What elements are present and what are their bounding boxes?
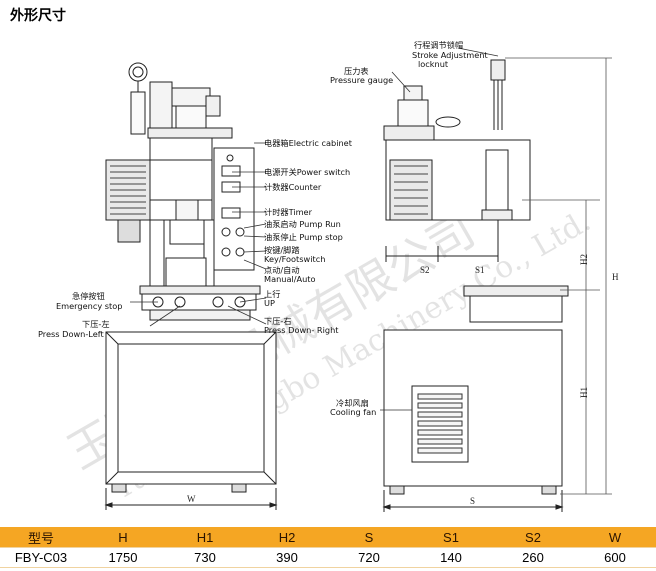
label-up-en: UP (264, 298, 275, 308)
cell-h2: 390 (246, 547, 328, 568)
cell-s2: 260 (492, 547, 574, 568)
header-h1: H1 (164, 527, 246, 548)
cell-w: 600 (574, 547, 656, 568)
dimension-drawing: 玉环方博机械有限公司 Yuhuan Fangbo Machinery Co., … (38, 40, 619, 512)
dim-s1: S1 (475, 265, 485, 275)
label-gauge-cn: 压力表 (344, 66, 369, 76)
side-view (382, 57, 612, 512)
cell-h: 1750 (82, 547, 164, 568)
cell-model: FBY-C03 (0, 547, 82, 568)
header-s2: S2 (492, 527, 574, 548)
callout-labels: 电器箱Electric cabinet 电源开关Power switch 计数器… (38, 40, 488, 417)
label-press-left-cn: 下压-左 (82, 319, 110, 329)
label-press-left-en: Press Down-Left (38, 329, 104, 339)
label-press-right-en: Press Down- Right (264, 325, 339, 335)
dim-w: W (187, 494, 196, 504)
label-counter: 计数器Counter (264, 182, 322, 192)
label-timer: 计时器Timer (264, 207, 313, 217)
label-up-cn: 上行 (264, 289, 280, 299)
header-h2: H2 (246, 527, 328, 548)
label-key-footswitch-cn: 按键/脚踏 (264, 245, 300, 255)
label-electric-cabinet: 电器箱Electric cabinet (264, 138, 353, 148)
table-row: FBY-C03 1750 730 390 720 140 260 600 (0, 547, 656, 568)
label-emergency-cn: 急停按钮 (72, 291, 105, 301)
label-fan-en: Cooling fan (330, 407, 376, 417)
label-stroke-en1: Stroke Adjustment (412, 50, 488, 60)
label-pump-stop: 油泵停止 Pump stop (264, 232, 343, 242)
page-title: 外形尺寸 (10, 8, 66, 24)
dim-h: H (612, 272, 619, 282)
header-h: H (82, 527, 164, 548)
cell-s: 720 (328, 547, 410, 568)
header-s: S (328, 527, 410, 548)
label-gauge-en: Pressure gauge (330, 75, 393, 85)
dim-h2: H2 (579, 254, 589, 265)
label-emergency-en: Emergency stop (56, 301, 122, 311)
cell-h1: 730 (164, 547, 246, 568)
dim-h1: H1 (579, 387, 589, 398)
label-press-right-cn: 下压-右 (264, 316, 292, 326)
label-power-switch: 电源开关Power switch (264, 167, 350, 177)
label-fan-cn: 冷却风扇 (336, 398, 369, 408)
label-stroke-en2: locknut (418, 59, 449, 69)
leader-lines (130, 47, 499, 411)
dim-s: S (470, 496, 475, 506)
label-stroke-cn: 行程调节锁帽 (414, 40, 463, 50)
dimension-labels: W S S1 S2 H H1 H2 (187, 254, 619, 506)
label-key-footswitch-en: Key/Footswitch (264, 254, 325, 264)
front-view (104, 62, 278, 510)
spec-table: 型号 H H1 H2 S S1 S2 W FBY-C03 1750 730 39… (0, 527, 656, 568)
cell-s1: 140 (410, 547, 492, 568)
label-pump-run: 油泵启动 Pump Run (264, 219, 341, 229)
header-s1: S1 (410, 527, 492, 548)
header-w: W (574, 527, 656, 548)
spec-table-header-row: 型号 H H1 H2 S S1 S2 W (0, 527, 656, 548)
label-manual-auto-en: Manual/Auto (264, 274, 316, 284)
header-model: 型号 (0, 527, 82, 548)
label-manual-auto-cn: 点动/自动 (264, 265, 300, 275)
dim-s2: S2 (420, 265, 430, 275)
